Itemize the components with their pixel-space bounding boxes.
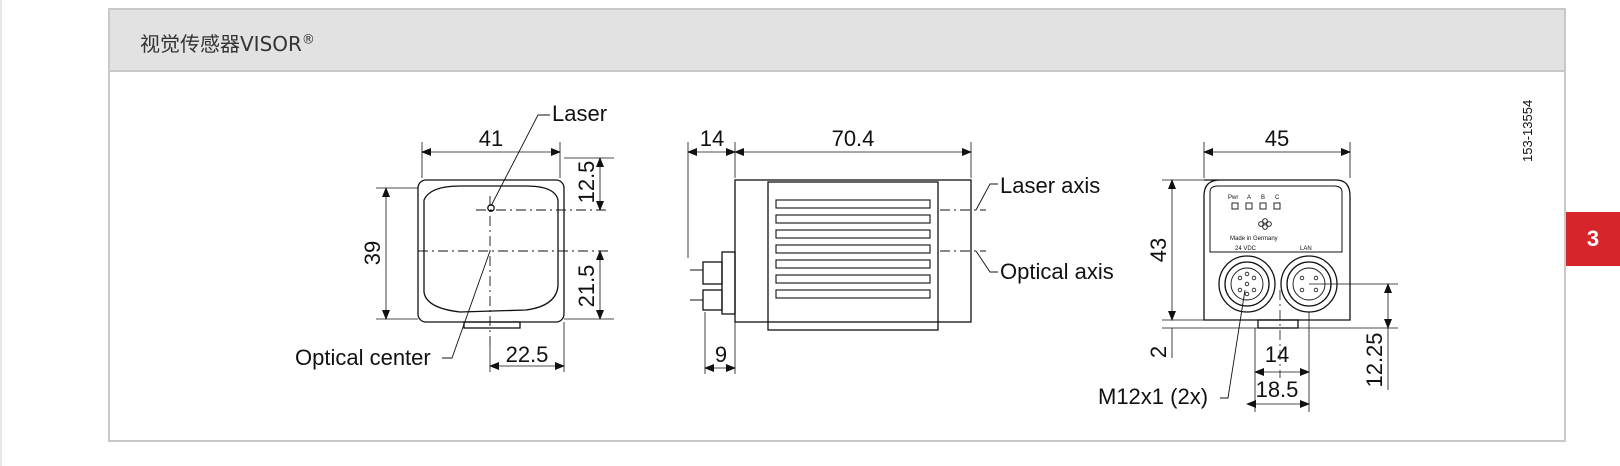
laser-leader — [490, 114, 550, 207]
document-number: 153-13554 — [1520, 100, 1535, 162]
laser-point-icon — [487, 204, 495, 212]
dim-rear-height: 43 — [1146, 238, 1171, 262]
optical-center-label: Optical center — [295, 345, 431, 370]
laser-label: Laser — [552, 101, 607, 126]
optical-axis-label: Optical axis — [1000, 259, 1114, 284]
dim-rear-spacing2: 18.5 — [1256, 377, 1299, 402]
led-label-c: C — [1275, 195, 1280, 201]
chapter-tab[interactable]: 3 — [1566, 212, 1620, 266]
dim-front-lower: 21.5 — [574, 265, 599, 308]
optical-axis-leader — [975, 250, 998, 273]
led-c-icon — [1273, 202, 1281, 210]
dim-side-bottom: 9 — [715, 342, 727, 367]
dim-rear-small: 2 — [1146, 346, 1171, 358]
rear-view — [1162, 142, 1398, 412]
front-lens-window — [423, 185, 559, 313]
led-pwr-icon — [1231, 202, 1239, 210]
led-b-icon — [1259, 202, 1267, 210]
rear-label-panel — [1209, 185, 1343, 253]
side-view — [687, 142, 998, 374]
figure-title-text: 视觉传感器VISOR — [140, 32, 302, 56]
led-a-icon — [1245, 202, 1253, 210]
side-connector-upper — [702, 261, 723, 285]
side-housing — [734, 179, 972, 323]
rear-logo-icon — [1258, 218, 1272, 230]
m12-connector-24vdc-icon — [1218, 255, 1276, 313]
rear-housing — [1203, 179, 1351, 321]
m12-connector-label: M12x1 (2x) — [1098, 384, 1208, 409]
led-label-a: A — [1247, 195, 1251, 201]
page-edge-rule — [0, 0, 2, 466]
made-in-label: Made in Germany — [1230, 236, 1278, 242]
center-leader — [442, 250, 491, 359]
laser-axis-label: Laser axis — [1000, 173, 1100, 198]
dim-rear-vertical: 12.25 — [1362, 332, 1387, 387]
registered-mark: ® — [301, 32, 315, 48]
figure-frame: 视觉传感器VISOR® — [108, 8, 1566, 442]
figure-header: 视觉传感器VISOR® — [110, 10, 1564, 72]
led-label-pwr: Pwr — [1228, 195, 1238, 201]
dim-side-body: 70.4 — [832, 126, 875, 151]
led-label-b: B — [1261, 195, 1265, 201]
front-view — [376, 114, 614, 372]
port-label-24vdc: 24 VDC — [1235, 246, 1257, 252]
dim-front-upper: 12.5 — [574, 161, 599, 204]
dim-rear-width: 45 — [1265, 126, 1289, 151]
rear-panel-labels: Pwr A B C Made in Germany 24 VDC LAN — [1228, 195, 1312, 252]
dim-rear-spacing: 14 — [1265, 342, 1289, 367]
dim-front-offset: 22.5 — [506, 342, 549, 367]
laser-axis-leader — [975, 183, 998, 211]
front-foot — [463, 321, 521, 329]
dim-side-connector: 14 — [700, 126, 724, 151]
side-cooling-fins — [775, 199, 931, 299]
dim-front-height: 39 — [360, 241, 385, 265]
side-connector-lower — [702, 289, 723, 311]
figure-title: 视觉传感器VISOR® — [140, 28, 315, 57]
side-heatsink — [767, 181, 939, 331]
dim-front-width: 41 — [479, 126, 503, 151]
side-connector-plate — [721, 251, 736, 315]
port-label-lan: LAN — [1300, 246, 1312, 252]
m12-leader — [1220, 289, 1246, 399]
rear-foot — [1257, 319, 1299, 329]
